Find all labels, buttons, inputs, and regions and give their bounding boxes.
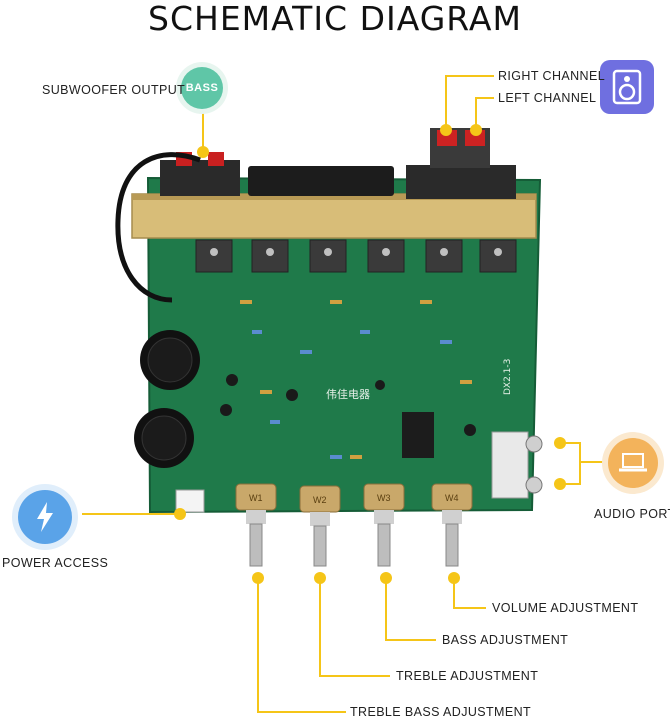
callout-lines: [82, 75, 604, 713]
subwoofer-terminal: [160, 160, 240, 196]
speaker-icon: [600, 60, 654, 114]
page-title: SCHEMATIC DIAGRAM: [148, 0, 522, 38]
speaker-terminal: [406, 165, 516, 199]
heatsink: [131, 193, 537, 239]
label-treble-adjustment: TREBLE ADJUSTMENT: [396, 669, 539, 683]
bass-badge-text: BASS: [185, 82, 219, 94]
label-treble-bass-adjustment: TREBLE BASS ADJUSTMENT: [350, 705, 532, 719]
label-left-channel: LEFT CHANNEL: [498, 91, 597, 105]
lightning-icon: [12, 484, 78, 550]
board-brand-text: 伟佳电器: [326, 387, 370, 401]
power-connector: [175, 489, 205, 513]
pot-label-w4: W4: [445, 493, 459, 503]
label-power-access: POWER ACCESS: [2, 556, 109, 570]
label-audio-port: AUDIO PORT: [594, 507, 670, 521]
label-volume-adjustment: VOLUME ADJUSTMENT: [492, 601, 639, 615]
bass-icon: BASS: [176, 62, 228, 114]
callout-dots: [174, 124, 566, 584]
laptop-icon: [602, 432, 664, 494]
audio-rca-jack: [491, 431, 529, 499]
cooling-fan: [248, 166, 394, 196]
label-right-channel: RIGHT CHANNEL: [498, 69, 606, 83]
subwoofer-cable: [115, 152, 201, 303]
ic-chip: [402, 412, 434, 458]
pot-label-w1: W1: [249, 493, 263, 503]
pot-label-w2: W2: [313, 495, 327, 505]
board-model-text: DX2.1-3: [503, 359, 513, 395]
label-subwoofer-output: SUBWOOFER OUTPUT: [42, 83, 186, 97]
potentiometers: W1 W2 W3 W4: [235, 483, 473, 567]
label-bass-adjustment: BASS ADJUSTMENT: [442, 633, 569, 647]
pot-label-w3: W3: [377, 493, 391, 503]
